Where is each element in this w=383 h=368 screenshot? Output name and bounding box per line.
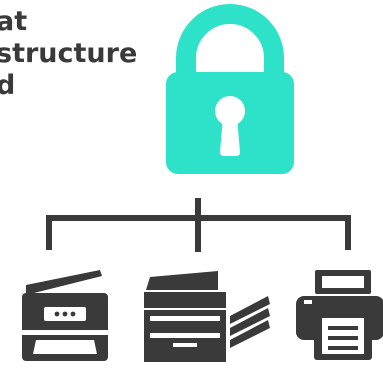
copier-icon bbox=[144, 271, 270, 362]
headline-line-3: d bbox=[0, 70, 16, 101]
padlock-shackle bbox=[176, 4, 284, 75]
headline-text: at structure d bbox=[0, 6, 137, 102]
keyhole-icon bbox=[215, 96, 245, 126]
headline-line-2: structure bbox=[0, 38, 138, 69]
multifunction-printer-icon bbox=[22, 270, 108, 361]
headline-line-1: at bbox=[0, 6, 28, 37]
network-connector-icon bbox=[46, 198, 351, 252]
desktop-printer-icon bbox=[296, 270, 383, 360]
padlock-icon bbox=[166, 4, 294, 174]
